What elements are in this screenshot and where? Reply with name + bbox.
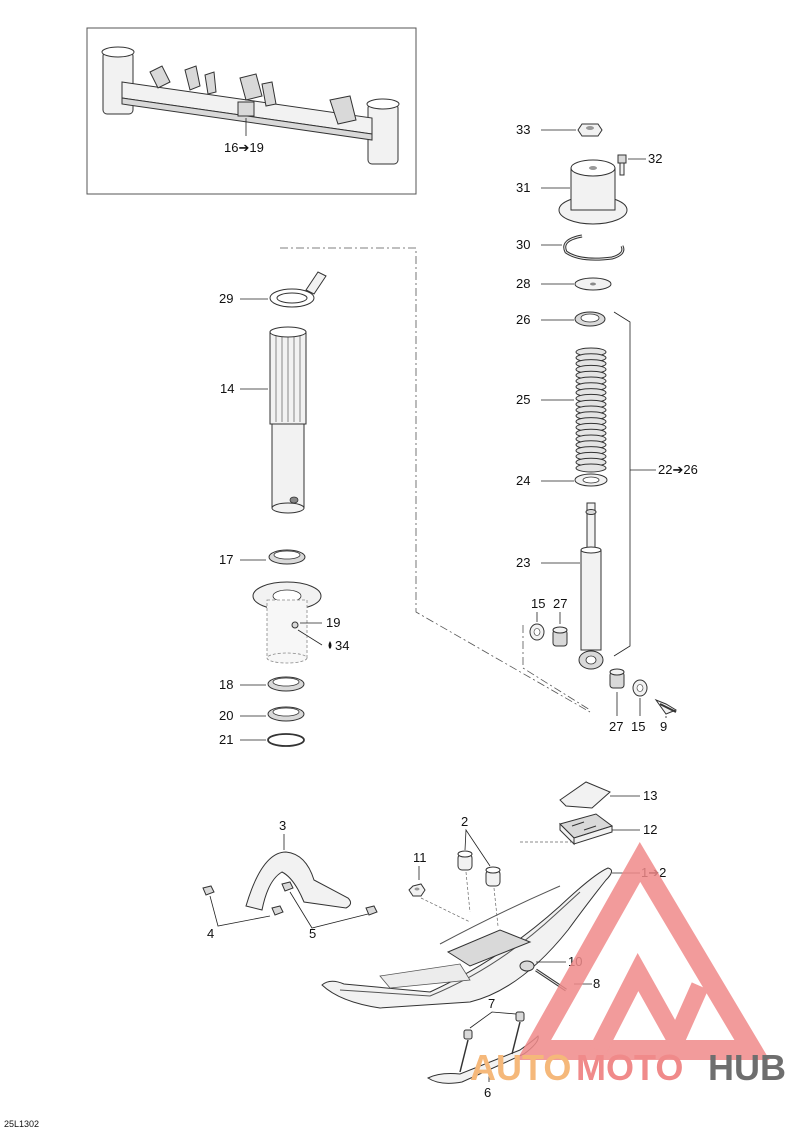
part-27-spacer-left — [552, 626, 568, 647]
callout-27-left: 27 — [553, 596, 567, 611]
callout-31: 31 — [516, 180, 530, 195]
callout-15-left: 15 — [531, 596, 545, 611]
callout-32: 32 — [648, 151, 662, 166]
part-14-steering-shaft — [269, 326, 307, 514]
part-5-bolt-b — [365, 905, 378, 916]
callout-13: 13 — [643, 788, 657, 803]
oil-drop-icon — [328, 641, 332, 649]
callout-28: 28 — [516, 276, 530, 291]
part-2-bushing-b — [485, 866, 501, 887]
part-19-grease-fitting — [291, 621, 299, 629]
part-4-bolt-b — [271, 905, 284, 916]
part-4-bolt-a — [202, 885, 215, 896]
part-33-nut — [577, 123, 603, 137]
inset-frame-box — [86, 27, 417, 195]
callout-9: 9 — [660, 719, 667, 734]
callout-12: 12 — [643, 822, 657, 837]
part-29-lock-plate — [269, 271, 327, 308]
watermark-logo — [516, 842, 770, 1061]
callout-26: 26 — [516, 312, 530, 327]
callout-25: 25 — [516, 392, 530, 407]
part-23-shock-absorber — [578, 502, 604, 670]
bracket-22-26 — [613, 311, 631, 657]
callout-33: 33 — [516, 122, 530, 137]
callout-2: 2 — [461, 814, 468, 829]
watermark-word-2: MOTO — [576, 1047, 683, 1088]
callout-7: 7 — [488, 996, 495, 1011]
callout-24: 24 — [516, 473, 530, 488]
part-7-nut-b — [515, 1011, 525, 1022]
part-26-spring-seat — [574, 311, 606, 327]
part-30-clip — [563, 234, 625, 261]
part-13-plate — [559, 781, 611, 809]
callout-3: 3 — [279, 818, 286, 833]
diagram-code: 25L1302 — [4, 1119, 39, 1129]
spring-coil — [575, 463, 607, 473]
callout-21: 21 — [219, 732, 233, 747]
part-7-nut-a — [463, 1029, 473, 1040]
alignment-line-shock — [522, 625, 591, 711]
part-5-bolt-a — [281, 881, 294, 892]
part-31-upper-housing — [558, 159, 628, 225]
callout-30: 30 — [516, 237, 530, 252]
callout-14: 14 — [220, 381, 234, 396]
part-17-bushing — [268, 549, 306, 565]
part-24-spring-seat — [574, 473, 608, 487]
part-32-bolt — [617, 154, 627, 176]
callout-6: 6 — [484, 1085, 491, 1100]
callout-20: 20 — [219, 708, 233, 723]
part-2-bushing-a — [457, 850, 473, 871]
callout-16-19: 16➔19 — [224, 140, 264, 155]
part-27-spacer-right — [609, 668, 625, 689]
part-steering-support-housing — [252, 581, 322, 664]
callout-23: 23 — [516, 555, 530, 570]
part-9-bolt — [654, 698, 678, 715]
watermark-triangle — [516, 842, 770, 1060]
callout-34: 34 — [335, 638, 349, 653]
callout-27-right: 27 — [609, 719, 623, 734]
part-25-spring — [575, 347, 607, 473]
part-12-handle — [559, 813, 614, 846]
callout-19: 19 — [326, 615, 340, 630]
part-20-washer — [267, 706, 305, 722]
callout-17: 17 — [219, 552, 233, 567]
part-28-washer — [574, 277, 612, 291]
callout-15-right: 15 — [631, 719, 645, 734]
callout-22-26: 22➔26 — [658, 462, 698, 477]
part-21-circlip — [267, 733, 305, 747]
watermark-m-stroke — [589, 952, 709, 1061]
part-10-washer — [519, 960, 535, 972]
callout-5: 5 — [309, 926, 316, 941]
callout-8: 8 — [593, 976, 600, 991]
watermark-text: AUTO MOTO HUB — [470, 1047, 786, 1088]
part-15-washer-right — [632, 679, 648, 697]
part-3-ski-loop — [245, 851, 352, 911]
watermark-word-1: AUTO — [470, 1047, 571, 1088]
part-1-ski — [321, 867, 612, 1009]
callout-4: 4 — [207, 926, 214, 941]
alignment-line-column — [280, 247, 591, 713]
part-15-washer-left — [529, 623, 545, 641]
callout-11: 11 — [413, 850, 427, 865]
part-11-nut — [408, 883, 426, 897]
part-18-bushing — [267, 676, 305, 692]
callout-18: 18 — [219, 677, 233, 692]
watermark-word-3: HUB — [708, 1047, 786, 1088]
callout-29: 29 — [219, 291, 233, 306]
